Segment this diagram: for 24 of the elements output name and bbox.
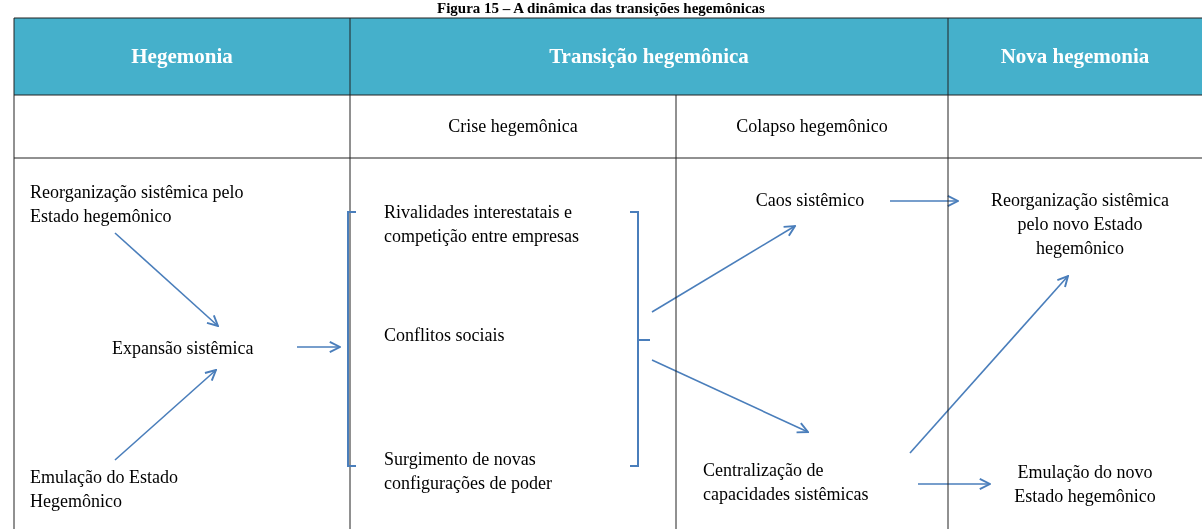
- process-text: Reorganização sistêmica pelo Estado hegemônico: [30, 180, 250, 230]
- process-text: Caos sistêmico: [735, 188, 885, 212]
- arrow: [651, 359, 809, 434]
- process-text: Rivalidades interestatais e competição entre empresas: [384, 200, 634, 250]
- process-text: Reorganização sistêmica pelo novo Estado hegemônico: [975, 188, 1185, 262]
- arrow: [909, 275, 1069, 454]
- header-cell: Hegemonia: [131, 44, 233, 68]
- process-text: Surgimento de novas configurações de poder: [384, 447, 594, 497]
- column-subheading: Colapso hegemônico: [736, 116, 888, 136]
- arrow: [114, 369, 217, 461]
- figure-title: Figura 15 – A dinâmica das transições hegemônicas: [436, 0, 766, 17]
- process-text: Centralização de capacidades sistêmicas: [703, 458, 913, 508]
- arrow: [889, 194, 959, 208]
- process-text: Conflitos sociais: [384, 323, 584, 347]
- arrow: [114, 232, 219, 327]
- arrow: [296, 340, 341, 354]
- column-subheading: Crise hegemônica: [448, 116, 578, 136]
- header-cell: Nova hegemonia: [1000, 44, 1150, 68]
- process-text: Emulação do Estado Hegemônico: [30, 465, 230, 515]
- arrow: [917, 477, 991, 491]
- process-text: Expansão sistêmica: [112, 336, 296, 360]
- header-cell: Transição hegemônica: [549, 44, 749, 68]
- process-text: Emulação do novo Estado hegemônico: [995, 460, 1175, 510]
- arrow: [651, 225, 796, 313]
